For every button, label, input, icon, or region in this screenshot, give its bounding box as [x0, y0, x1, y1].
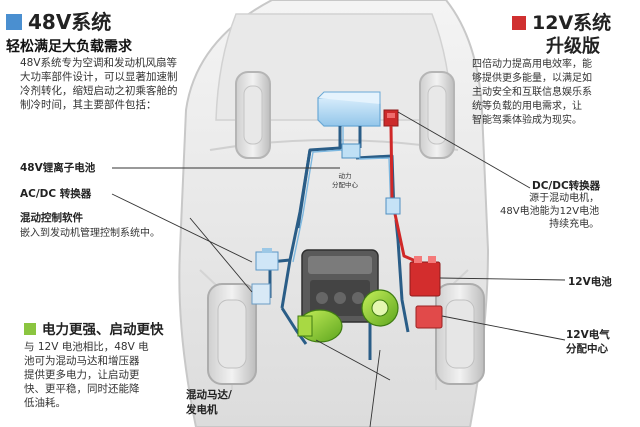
- dcdc-converter-unit: [383, 109, 399, 127]
- label-power-distribution: 动力 分配中心: [332, 172, 358, 189]
- system-48v-subtitle: 轻松满足大负载需求: [6, 39, 132, 55]
- system-48v-title-text: 48V系统: [28, 10, 112, 34]
- control-unit: [251, 283, 271, 305]
- green-section-title-text: 电力更强、启动更快: [42, 322, 164, 338]
- dcdc-inline-box: [385, 197, 401, 215]
- system-12v-title: 12V系统: [512, 8, 611, 35]
- blue-square-marker: [6, 14, 22, 30]
- battery-12v-unit: [409, 256, 441, 297]
- system-12v-title-text: 12V系统: [532, 12, 612, 34]
- system-12v-description: 四倍动力提高用电效率，能 够提供更多能量，以满足如 主动安全和互联信息娱乐系 统…: [472, 59, 592, 126]
- power-distribution-center: [341, 143, 361, 159]
- rear-left-wheel: [235, 71, 271, 159]
- hybrid-motor-generator: [297, 309, 343, 343]
- engine-block: [301, 249, 379, 323]
- red-square-marker: [512, 16, 526, 30]
- distribution-12v-unit: [415, 305, 443, 329]
- wiring-12v: [389, 125, 419, 264]
- label-hybrid-motor: 混动马达/ 发电机: [186, 389, 232, 416]
- system-48v-title: 48V系统: [6, 6, 111, 35]
- battery-48v-pack: [317, 91, 381, 127]
- label-hybrid-software: 混动控制软件: [20, 212, 83, 224]
- acdc-converter-unit: [255, 248, 279, 271]
- green-square-marker: [24, 323, 36, 335]
- green-section-description: 与 12V 电池相比，48V 电 池可为混动马达和增压器 提供更多电力，让启动更…: [24, 341, 149, 409]
- front-right-wheel: [435, 283, 485, 385]
- front-left-wheel: [207, 283, 257, 385]
- turbo-supercharger: [361, 289, 399, 327]
- green-section-title: 电力更强、启动更快: [24, 318, 164, 338]
- label-dcdc-note: 源于混动电机， 48V电池能为12V电池 持续充电。: [500, 193, 600, 230]
- system-48v-description: 48V系统专为空调和发动机风扇等 大功率部件设计，可以显著加速制 冷剂转化，缩短…: [20, 57, 178, 111]
- system-12v-subtitle: 升级版: [546, 36, 600, 57]
- label-acdc-converter: AC/DC 转换器: [20, 188, 92, 200]
- label-hybrid-software-note: 嵌入到发动机管理控制系统中。: [20, 228, 160, 239]
- label-battery-12v: 12V电池: [568, 276, 612, 288]
- label-dcdc-converter: DC/DC转换器: [532, 180, 601, 192]
- wiring-48v-light: [292, 126, 392, 263]
- label-battery-48v: 48V锂离子电池: [20, 162, 96, 174]
- label-distribution-12v: 12V电气 分配中心: [566, 329, 610, 355]
- leader-lines: [111, 111, 566, 427]
- rear-right-wheel: [419, 71, 455, 159]
